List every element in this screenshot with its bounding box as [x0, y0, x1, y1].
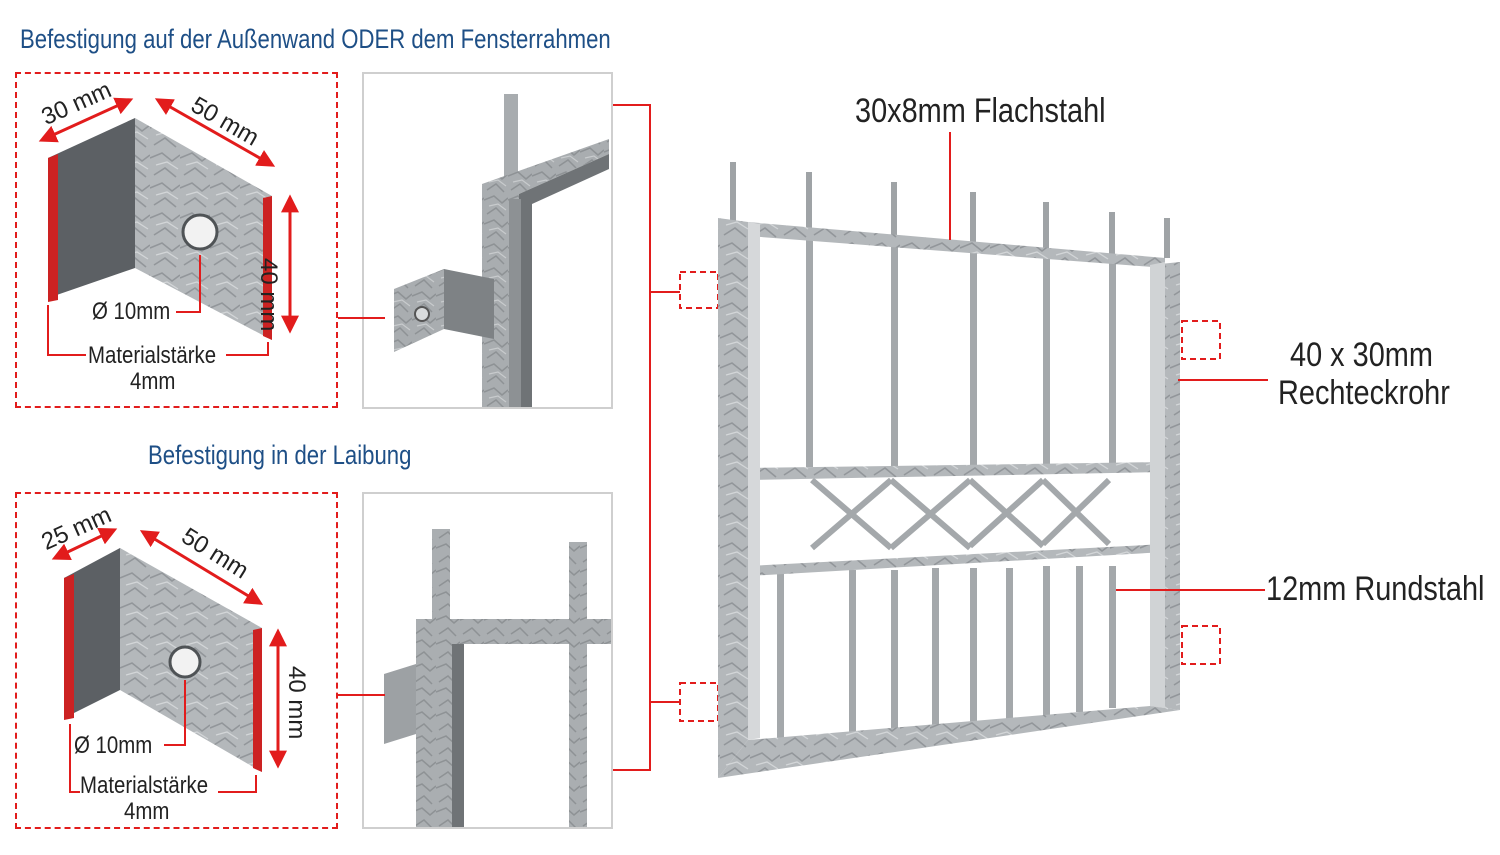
window-grille — [718, 162, 1180, 778]
bottom-mounting-illustration — [384, 529, 611, 827]
bottom-section-title: Befestigung in der Laibung — [148, 440, 412, 470]
top-material-label: Materialstärke — [88, 342, 217, 369]
mount-point-left-top — [679, 271, 719, 309]
rect-tube-dim-label: 40 x 30mm — [1290, 336, 1433, 374]
top-angle-bracket — [48, 118, 272, 340]
top-mounting-illustration — [394, 94, 609, 407]
bottom-dim-h-label: 40 mm — [283, 666, 310, 740]
bottom-hole-label: Ø 10mm — [74, 732, 153, 759]
top-section-title: Befestigung auf der Außenwand ODER dem F… — [20, 24, 611, 54]
round-steel-label: 12mm Rundstahl — [1266, 570, 1485, 608]
bottom-thickness-label: 4mm — [124, 798, 170, 825]
bottom-material-label: Materialstärke — [80, 772, 209, 799]
top-bracket-detail-box — [15, 72, 338, 408]
top-mounting-photo — [362, 72, 613, 409]
rect-tube-label: Rechteckrohr — [1278, 374, 1450, 412]
mount-point-left-bottom — [679, 682, 719, 722]
bottom-bracket-detail-box — [15, 492, 338, 829]
mount-point-right-top — [1181, 320, 1221, 360]
flat-steel-label: 30x8mm Flachstahl — [855, 92, 1106, 130]
bottom-mounting-photo — [362, 492, 613, 829]
top-dim-h-label: 40 mm — [255, 258, 282, 332]
top-thickness-label: 4mm — [130, 368, 176, 395]
top-hole-label: Ø 10mm — [92, 298, 171, 325]
mount-point-right-bottom — [1181, 625, 1221, 665]
